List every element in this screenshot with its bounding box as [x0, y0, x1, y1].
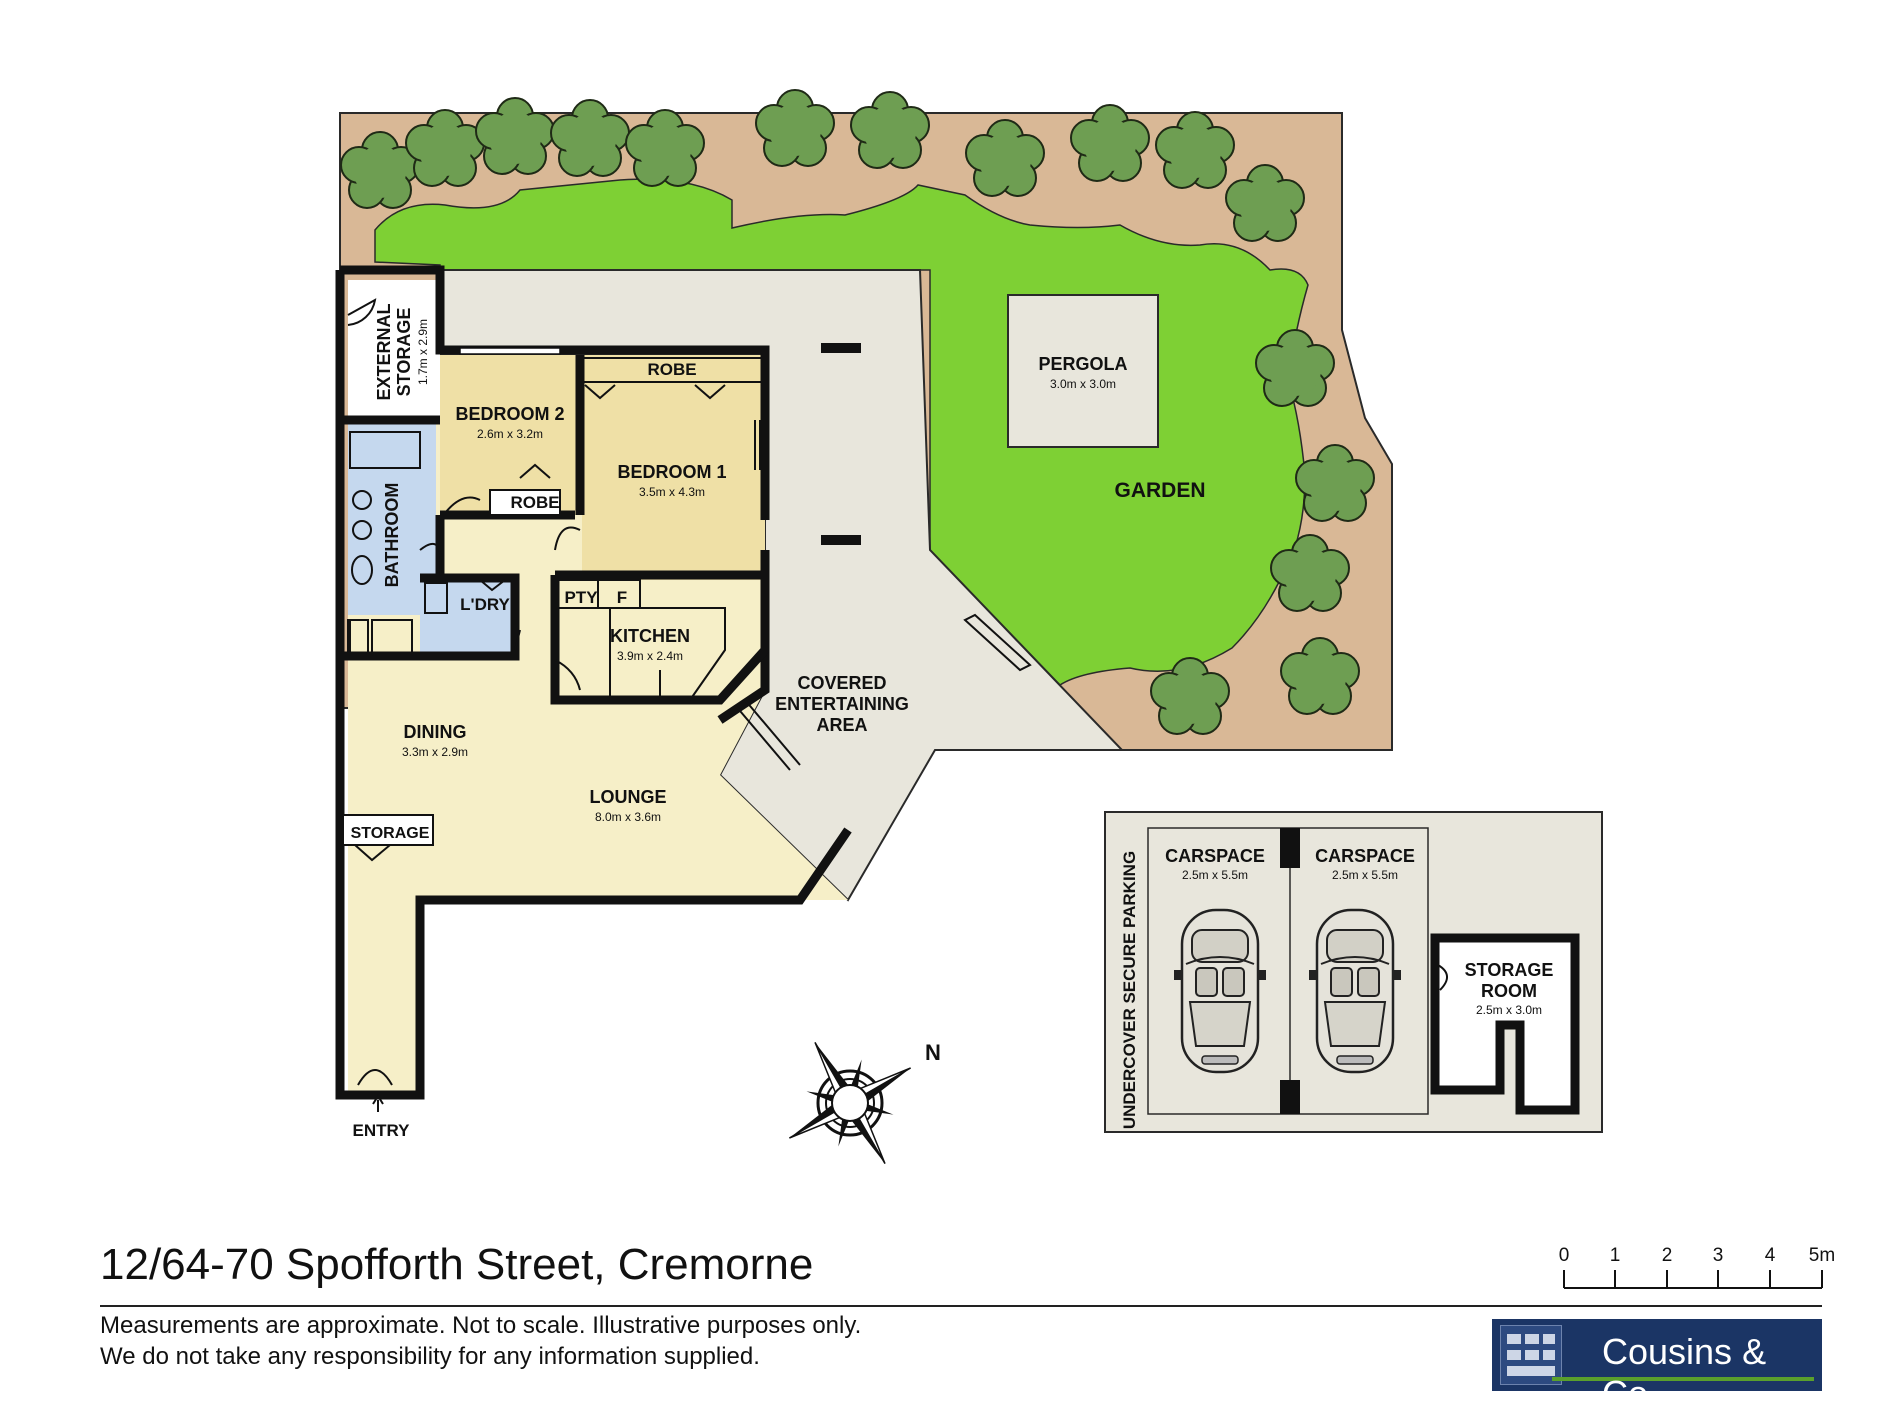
garden-label: GARDEN — [1114, 479, 1205, 502]
kitchen-dims: 3.9m x 2.4m — [617, 649, 683, 663]
pergola-dims: 3.0m x 3.0m — [1050, 377, 1116, 391]
entry-arrow — [372, 1094, 384, 1112]
external-storage-dims: 1.7m x 2.9m — [416, 319, 430, 385]
dining-dims: 3.3m x 2.9m — [402, 745, 468, 759]
bedroom-2-label: BEDROOM 2 — [455, 404, 564, 424]
entry-label: ENTRY — [353, 1121, 411, 1140]
external-storage-floor — [348, 280, 440, 420]
covered-area-label-2: ENTERTAINING — [775, 694, 909, 714]
scale-tick: 3 — [1713, 1245, 1724, 1266]
scale-tick: 4 — [1765, 1245, 1776, 1266]
external-storage-label-2: STORAGE — [394, 308, 414, 397]
fridge-label: F — [617, 588, 627, 607]
bedroom-2-floor — [440, 355, 580, 515]
external-storage-label-1: EXTERNAL — [374, 303, 394, 400]
parking-title: UNDERCOVER SECURE PARKING — [1120, 851, 1139, 1129]
scale-bar — [1563, 1270, 1823, 1289]
laundry-label: L'DRY — [460, 595, 510, 614]
pantry-label: PTY — [564, 588, 598, 607]
agency-name: Cousins & Co — [1602, 1331, 1767, 1414]
disclaimer-line-2: We do not take any responsibility for an… — [100, 1343, 760, 1370]
scale-tick: 0 — [1559, 1245, 1570, 1266]
bedroom-1-dims: 3.5m x 4.3m — [639, 485, 705, 499]
scale-tick: 1 — [1610, 1245, 1621, 1266]
carspace-2-dims: 2.5m x 5.5m — [1332, 868, 1398, 882]
carspace-1-label: CARSPACE — [1165, 846, 1265, 866]
property-address: 12/64-70 Spofforth Street, Cremorne — [100, 1240, 814, 1289]
bathroom-label: BATHROOM — [382, 483, 402, 588]
door-swings — [347, 298, 726, 1086]
kitchen-label: KITCHEN — [610, 626, 690, 646]
post — [821, 535, 861, 545]
storage-room-label-1: STORAGE — [1465, 960, 1554, 980]
pergola-label: PERGOLA — [1038, 354, 1127, 374]
agency-logo-mark — [1500, 1325, 1562, 1385]
bedroom-2-dims: 2.6m x 3.2m — [477, 427, 543, 441]
window — [459, 347, 561, 355]
fittings — [342, 357, 1032, 846]
scale-bar-ticks: 0 1 2 3 4 5m — [1559, 1245, 1835, 1266]
scale-tick: 2 — [1662, 1245, 1673, 1266]
lounge-dims: 8.0m x 3.6m — [595, 810, 661, 824]
laundry-floor — [420, 578, 515, 656]
pergola — [1007, 294, 1159, 448]
covered-area-label-1: COVERED — [797, 673, 886, 693]
bedroom-1-label: BEDROOM 1 — [617, 462, 726, 482]
agency-logo-bar — [1552, 1377, 1814, 1381]
disclaimer-line-1: Measurements are approximate. Not to sca… — [100, 1312, 862, 1339]
robe-2-label: ROBE — [510, 493, 559, 512]
agency-logo: Cousins & Co — [1492, 1319, 1822, 1414]
carspace-1-dims: 2.5m x 5.5m — [1182, 868, 1248, 882]
storage-room-dims: 2.5m x 3.0m — [1476, 1003, 1542, 1017]
post — [821, 343, 861, 353]
storage-room-label-2: ROOM — [1481, 981, 1537, 1001]
scale-tick: 5m — [1809, 1245, 1835, 1266]
compass-north-label: N — [925, 1040, 941, 1065]
dining-label: DINING — [404, 722, 467, 742]
lounge-label: LOUNGE — [589, 787, 666, 807]
carspace-2-label: CARSPACE — [1315, 846, 1415, 866]
robe-1-label: ROBE — [647, 360, 696, 379]
parking-area — [1104, 811, 1603, 1133]
compass-rose — [789, 1042, 911, 1164]
storage-label: STORAGE — [351, 825, 430, 842]
divider — [100, 1305, 1822, 1307]
covered-area-label-3: AREA — [816, 715, 867, 735]
bedroom-1-floor — [582, 355, 765, 580]
